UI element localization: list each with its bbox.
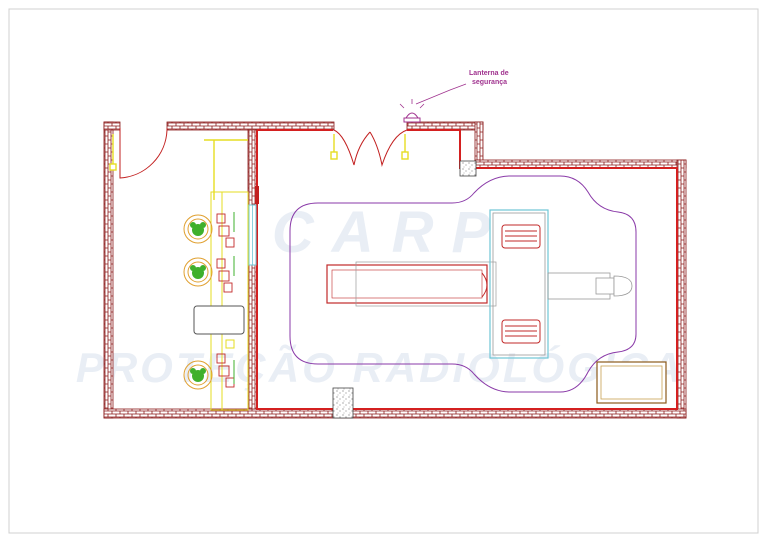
light-fixture-icon [109, 134, 117, 171]
warning-lamp-icon [399, 99, 425, 123]
plant-icon [190, 265, 206, 279]
drawing-border [8, 8, 759, 534]
workstation [183, 212, 235, 248]
plant-icon [190, 368, 206, 382]
light-fixture-icon [401, 134, 409, 160]
light-fixture-icon [204, 139, 248, 200]
workstation [183, 256, 235, 293]
gantry [489, 209, 633, 359]
plant-icon [190, 222, 206, 236]
tube-panel [501, 319, 541, 344]
column-icon [332, 387, 354, 419]
callout-leader [415, 83, 467, 105]
column-icon [459, 160, 477, 177]
light-fixture-icon [330, 134, 338, 160]
wall-top-right [406, 121, 484, 131]
control-desk [210, 191, 249, 411]
wall-top-far-right [474, 159, 687, 169]
watermark-tagline: PROTEÇÃO RADIOLÓGICA [76, 344, 684, 391]
chair-icon [183, 257, 213, 287]
cabinet [193, 305, 245, 335]
watermark: CARP PROTEÇÃO RADIOLÓGICA [76, 200, 684, 391]
callout-label-line2: segurança [472, 79, 507, 86]
control-window [248, 186, 259, 266]
workstation [183, 339, 235, 390]
door-swing-icon [333, 129, 408, 167]
table-top [326, 264, 488, 304]
wall-partition [247, 129, 258, 410]
wall-top-left [103, 121, 121, 131]
lead-lining [256, 129, 678, 410]
walls [103, 121, 687, 419]
callout-label-line1: Lanterna de [469, 70, 509, 77]
wall-top-middle [166, 121, 335, 131]
monitor-stack [216, 258, 233, 293]
door-swing-icon [119, 128, 168, 179]
monitor-stack [216, 213, 235, 248]
window-post [255, 186, 259, 204]
radiation-zone-outline [289, 175, 637, 393]
patient-table [326, 261, 497, 307]
lining-room [256, 129, 678, 410]
chair-icon [183, 360, 213, 390]
detector-panel [501, 224, 541, 249]
workstations [183, 212, 245, 390]
light-fixtures [109, 134, 409, 200]
watermark-logo: CARP [272, 200, 508, 265]
wall-right [676, 159, 687, 419]
floor-mat [596, 361, 667, 404]
wall-bottom [103, 408, 687, 419]
chair-icon [183, 214, 213, 244]
arm-head [595, 275, 633, 297]
